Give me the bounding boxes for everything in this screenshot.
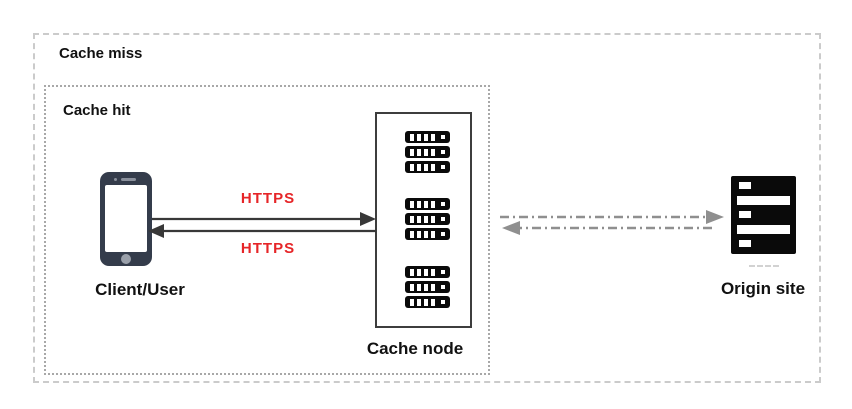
smartphone-icon [100, 172, 152, 266]
https-response-label: HTTPS [240, 240, 296, 257]
server-unit-icon [405, 146, 450, 158]
origin-node-label: Origin site [720, 279, 806, 298]
server-unit-icon [405, 213, 450, 225]
rack-slot [737, 196, 790, 205]
phone-screen [105, 185, 147, 252]
cache-hit-group-box [44, 85, 490, 375]
server-rack-icon [731, 176, 796, 254]
server-unit-icon [405, 296, 450, 308]
cache-hit-label: Cache hit [63, 102, 131, 119]
server-unit-icon [405, 198, 450, 210]
cache-node-box [375, 112, 472, 328]
rack-led [739, 182, 751, 189]
https-request-label: HTTPS [240, 190, 296, 207]
server-unit-icon [405, 281, 450, 293]
server-unit-icon [405, 161, 450, 173]
cache-node-label: Cache node [366, 339, 464, 358]
server-unit-icon [405, 131, 450, 143]
server-unit-icon [405, 266, 450, 278]
phone-camera-dot [114, 178, 117, 181]
rack-led [739, 211, 751, 218]
cache-miss-label: Cache miss [59, 45, 143, 62]
server-unit-icon [405, 228, 450, 240]
phone-speaker-bar [121, 178, 136, 181]
cache-miss-group-box [33, 33, 821, 383]
client-node-label: Client/User [95, 280, 185, 299]
origin-shadow-dash [749, 265, 779, 267]
rack-slot [737, 225, 790, 234]
rack-led [739, 240, 751, 247]
phone-home-button [121, 254, 131, 264]
